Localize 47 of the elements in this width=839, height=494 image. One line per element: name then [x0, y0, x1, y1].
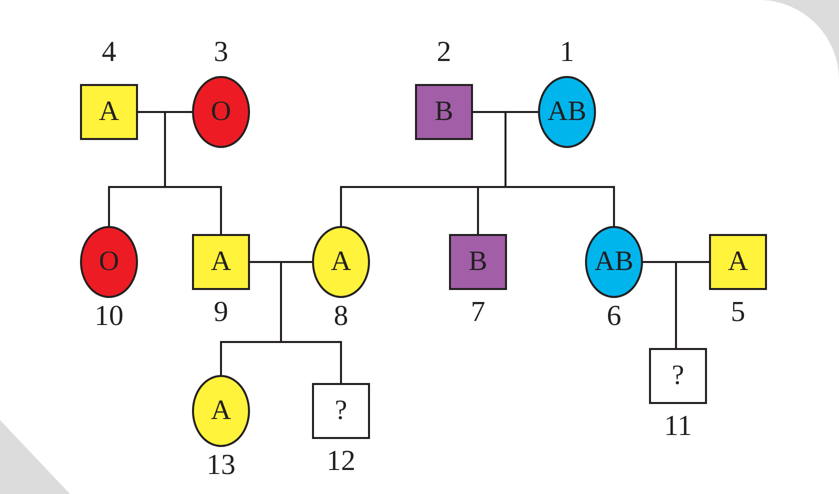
male-square [649, 348, 707, 404]
male-square [312, 383, 370, 439]
pedigree-line [477, 186, 506, 234]
blood-type: AB [594, 248, 634, 276]
person-number: 6 [606, 302, 622, 331]
male-square [449, 234, 507, 290]
person-number: 2 [436, 38, 452, 67]
blood-type: A [210, 397, 232, 425]
blood-type: A [728, 248, 748, 276]
person-number: 13 [206, 451, 236, 480]
blood-type: O [98, 248, 120, 276]
person-number: 11 [663, 412, 693, 441]
person-number: 4 [100, 38, 118, 67]
pedigree-line [506, 186, 615, 226]
pedigree-line [473, 111, 538, 113]
blood-type: ? [334, 397, 348, 425]
pedigree-line [643, 261, 709, 263]
male-square [192, 234, 250, 290]
male-square [709, 234, 767, 290]
person-number: 7 [470, 298, 486, 327]
blood-type: B [468, 248, 488, 276]
pedigree-line [281, 341, 342, 383]
pedigree-line [504, 112, 506, 187]
blood-type: O [210, 98, 232, 126]
pedigree-line [165, 186, 222, 234]
male-square [415, 84, 473, 140]
pedigree-line [675, 262, 677, 348]
person-number: 9 [212, 298, 230, 327]
pedigree-line [108, 186, 165, 226]
blood-type: A [210, 248, 232, 276]
blood-type: A [330, 248, 352, 276]
pedigree-line [138, 111, 192, 113]
male-square [80, 84, 138, 140]
blood-type: AB [548, 98, 586, 126]
person-number: 1 [558, 38, 576, 67]
pedigree-line [220, 341, 281, 375]
pedigree-line [164, 112, 166, 187]
person-number: 3 [212, 38, 230, 67]
blood-type: B [434, 98, 454, 126]
person-number: 12 [326, 447, 356, 476]
pedigree-line [280, 262, 282, 342]
pedigree-line [250, 261, 312, 263]
blood-type: ? [672, 362, 684, 390]
blood-type: A [98, 98, 120, 126]
person-number: 5 [730, 298, 746, 327]
person-number: 10 [94, 302, 124, 331]
person-number: 8 [332, 302, 350, 331]
